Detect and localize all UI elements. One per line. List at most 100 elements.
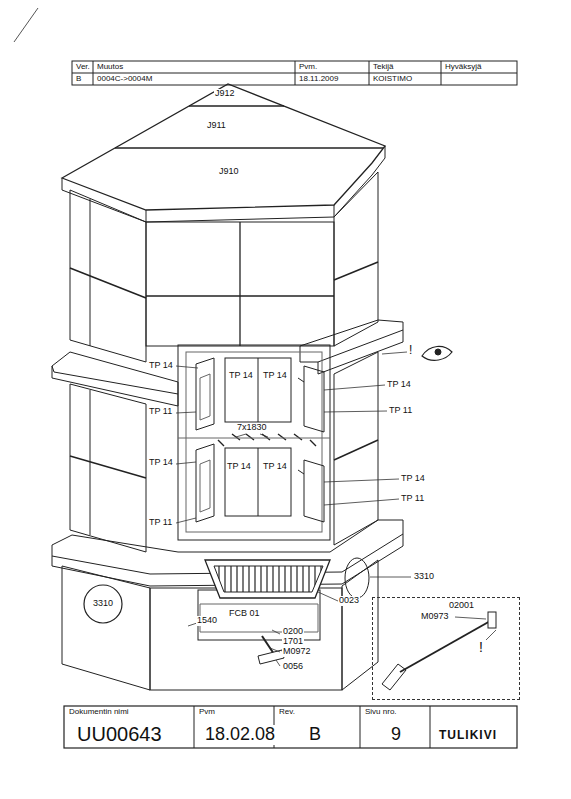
- drawing-stroke: [70, 190, 146, 362]
- callout-number: TP 14: [262, 371, 288, 381]
- title-block-cell: TULIKIVI: [438, 729, 498, 742]
- drawing-stroke: [196, 444, 214, 522]
- drawing-stroke: [176, 518, 196, 523]
- callout-number: 3310: [413, 572, 435, 582]
- callout-number: TP 14: [228, 371, 254, 381]
- drawing-stroke: [324, 499, 399, 505]
- title-block-cell: UU00643: [76, 723, 163, 745]
- drawing-stroke: [194, 706, 195, 748]
- drawing-stroke: [52, 366, 178, 406]
- drawing-stroke: [318, 592, 338, 601]
- drawing-stroke: [14, 8, 517, 748]
- drawing-stroke: [334, 440, 378, 460]
- drawing-stroke: [178, 345, 330, 540]
- drawing-stroke: [62, 146, 385, 222]
- table-cell: 18.11.2009: [298, 75, 339, 84]
- drawing-stroke: [295, 61, 296, 85]
- callout-number: TP 14: [148, 361, 174, 371]
- table-cell: B: [75, 75, 82, 84]
- drawing-stroke: [260, 434, 268, 437]
- drawing-stroke: [258, 358, 259, 422]
- part-number: M0973: [421, 612, 449, 622]
- detail-box: 02001M0973!: [372, 597, 520, 700]
- drawing-stroke: [435, 349, 441, 355]
- callout-number: TP 14: [226, 462, 252, 472]
- callout-number: TP 14: [148, 458, 174, 468]
- drawing-stroke: [324, 385, 385, 390]
- circle-outline: [84, 585, 122, 623]
- callout-number: TP 11: [148, 518, 173, 528]
- callout-number: TP 14: [386, 380, 412, 390]
- callout-number: 0200: [282, 627, 304, 637]
- part-name: J912: [214, 89, 236, 99]
- drawing-stroke: [150, 588, 342, 690]
- drawing-stroke: [334, 352, 378, 545]
- callout-number: 1701: [282, 637, 304, 647]
- table-cell: Tekijä: [372, 63, 394, 72]
- part-name: J910: [218, 167, 240, 177]
- drawing-stroke: [200, 460, 210, 512]
- table-cell: Ver.: [75, 63, 91, 72]
- drawing-stroke: [176, 412, 196, 413]
- title-block-cell: Dokumentin nimi: [68, 708, 130, 717]
- title-block-cell: Sivu nro.: [364, 708, 398, 717]
- drawing-stroke: [239, 222, 240, 346]
- callout-number: 7x1830: [236, 423, 268, 433]
- drawing-stroke: [430, 706, 431, 748]
- table-cell: Muutos: [96, 63, 124, 72]
- drawing-stroke: [360, 706, 361, 748]
- drawing-stroke: [146, 222, 334, 346]
- drawing-stroke: [334, 205, 335, 217]
- drawing-stroke: [304, 460, 324, 522]
- drawing-stroke: [334, 172, 378, 346]
- drawing-stroke: [115, 147, 383, 149]
- drawing-stroke: [72, 61, 517, 85]
- drawing-stroke: [298, 378, 304, 474]
- drawing-stroke: [196, 358, 214, 430]
- callout-number: 0056: [282, 662, 304, 672]
- drawing-stroke: [225, 448, 291, 516]
- drawing-stroke: [176, 352, 496, 666]
- drawing-stroke: [318, 330, 403, 374]
- drawing-stroke: [304, 366, 324, 432]
- drawing-stroke: [70, 268, 146, 298]
- warning-mark: !: [408, 344, 413, 357]
- part-name: J911: [206, 121, 227, 131]
- drawing-stroke: [382, 664, 406, 690]
- drawing-stroke: [422, 346, 452, 360]
- drawing-stroke: [90, 199, 91, 346]
- drawing-stroke: [324, 411, 387, 412]
- drawing-stroke: [488, 612, 496, 628]
- title-block-cell: 9: [390, 725, 402, 745]
- callout-number: M0972: [282, 647, 312, 657]
- title-block-cell: Pvm: [198, 708, 216, 717]
- callout-number: TP 11: [148, 407, 173, 417]
- drawing-stroke: [178, 438, 330, 439]
- callout-number: TP 11: [388, 406, 413, 416]
- table-cell: KOISTIMO: [372, 75, 413, 84]
- callout-number: 1540: [196, 616, 218, 626]
- drawing-stroke: [70, 384, 146, 552]
- drawing-stroke: [455, 617, 486, 619]
- drawing-stroke: [186, 352, 322, 532]
- drawing-stroke: [276, 660, 280, 666]
- drawing-stroke: [382, 352, 407, 354]
- title-block-cell: B: [308, 725, 322, 745]
- callout-number: TP 11: [400, 494, 425, 504]
- drawing-stroke: [324, 479, 399, 482]
- drawing-stroke: [62, 84, 385, 210]
- drawing-stroke: [400, 620, 492, 672]
- drawing-stroke: [236, 434, 246, 437]
- drawing-stroke: [52, 352, 178, 394]
- table-cell: Pvm.: [298, 63, 318, 72]
- part-number: 02001: [449, 601, 474, 611]
- drawing-stroke: [200, 374, 210, 420]
- drawing-stroke: [214, 566, 323, 592]
- drawing-stroke: [62, 566, 150, 690]
- table-cell: Hyväksyjä: [444, 63, 482, 72]
- drawing-stroke: [486, 630, 496, 640]
- drawing-stroke: [146, 210, 147, 222]
- drawing-stroke: [176, 366, 198, 368]
